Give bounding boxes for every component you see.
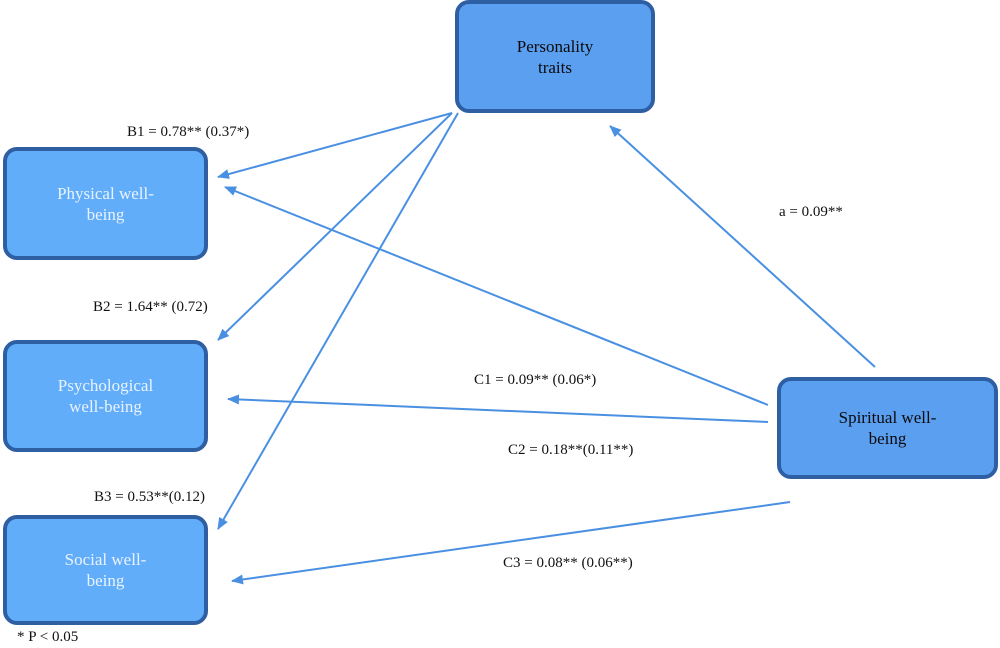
node-spiritual-well-being: Spiritual well-being xyxy=(777,377,998,479)
edge-label-b2: B2 = 1.64** (0.72) xyxy=(93,299,208,315)
node-physical-well-being-label: Physical well-being xyxy=(57,183,154,224)
edge-label-c2: C2 = 0.18**(0.11**) xyxy=(508,442,634,458)
node-personality-traits-label: Personality traits xyxy=(516,36,594,77)
edge-label-c1: C1 = 0.09** (0.06*) xyxy=(474,372,597,388)
node-social-well-being-label: Social well-being xyxy=(64,550,147,590)
edge-c2 xyxy=(227,394,769,423)
node-spiritual-well-being-label: Spiritual well-being xyxy=(838,408,937,448)
edge-b3 xyxy=(217,112,459,530)
edge-b2 xyxy=(217,112,453,341)
edge-label-b1: B1 = 0.78** (0.37*) xyxy=(127,124,250,140)
edge-a xyxy=(609,125,876,368)
edge-c3 xyxy=(231,501,791,585)
significance-footnote: * P < 0.05 xyxy=(17,629,79,645)
edge-c1 xyxy=(224,186,769,406)
edge-label-b3: B3 = 0.53**(0.12) xyxy=(94,489,205,505)
node-psychological-well-being-label: Psychological well-being xyxy=(57,376,154,416)
node-social-well-being: Social well-being xyxy=(3,515,208,625)
node-physical-well-being: Physical well-being xyxy=(3,147,208,260)
edge-label-a: a = 0.09** xyxy=(779,204,843,220)
edge-b1 xyxy=(217,112,453,179)
node-psychological-well-being: Psychological well-being xyxy=(3,340,208,452)
edge-label-c3: C3 = 0.08** (0.06**) xyxy=(503,555,633,571)
node-personality-traits: Personality traits xyxy=(455,0,655,113)
